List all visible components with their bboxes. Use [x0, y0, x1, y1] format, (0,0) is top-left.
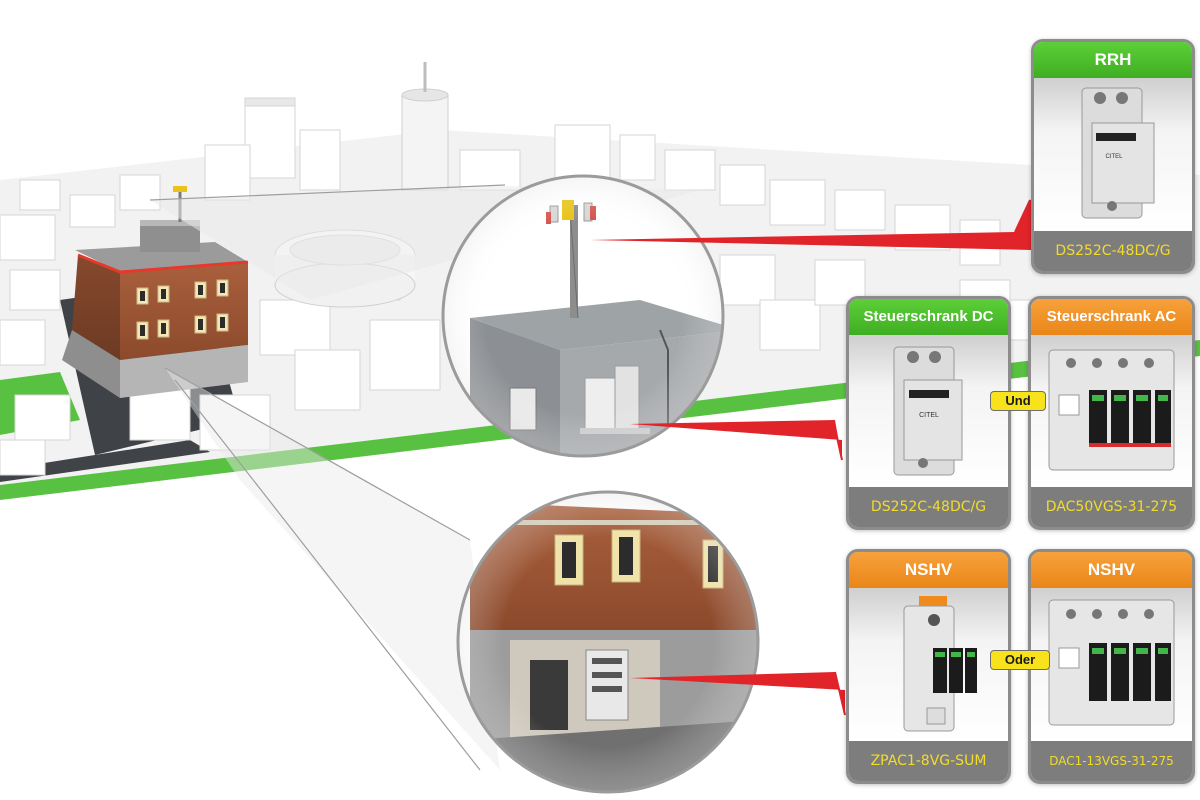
- tower-building: [401, 62, 449, 191]
- card-model-ac: DAC50VGS-31-275: [1031, 487, 1192, 527]
- card-model-nshv-2: DAC1-13VGS-31-275: [1031, 741, 1192, 781]
- card-steuerschrank-ac: Steuerschrank AC DAC50VGS-31-275: [1028, 296, 1195, 530]
- connector-oder: Oder: [990, 650, 1050, 670]
- card-nshv-zpac: NSHV ZPAC1-8VG-SUM: [846, 549, 1011, 784]
- surge-protector-dac1-image: [1031, 588, 1192, 741]
- card-model-rrh: DS252C-48DC/G: [1034, 231, 1192, 271]
- brick-building: [62, 186, 249, 398]
- card-header-rrh: RRH: [1034, 42, 1192, 78]
- connector-und: Und: [990, 391, 1046, 411]
- leader-lines: [590, 199, 1031, 716]
- surge-protector-dc-image: CITEL: [849, 335, 1008, 487]
- card-model-dc: DS252C-48DC/G: [849, 487, 1008, 527]
- card-header-nshv-1: NSHV: [849, 552, 1008, 588]
- card-steuerschrank-dc: Steuerschrank DC CITEL DS252C-48DC/G: [846, 296, 1011, 530]
- device-brand-label: CITEL: [1105, 154, 1123, 160]
- surge-protector-zpac-image: [849, 588, 1008, 741]
- device-brand-label: CITEL: [919, 412, 939, 419]
- card-model-nshv-1: ZPAC1-8VG-SUM: [849, 741, 1008, 781]
- surge-protector-dc-image: CITEL: [1034, 78, 1192, 231]
- card-rrh: RRH CITEL DS252C-48DC/G: [1031, 39, 1195, 274]
- card-header-dc: Steuerschrank DC: [849, 299, 1008, 335]
- zoom-circle-basement: [456, 490, 760, 794]
- surge-protector-ac-image: [1031, 335, 1192, 487]
- card-nshv-dac1: NSHV DAC1-13VGS-31-275: [1028, 549, 1195, 784]
- card-header-ac: Steuerschrank AC: [1031, 299, 1192, 335]
- card-header-nshv-2: NSHV: [1031, 552, 1192, 588]
- zoom-circle-rooftop: [441, 174, 725, 458]
